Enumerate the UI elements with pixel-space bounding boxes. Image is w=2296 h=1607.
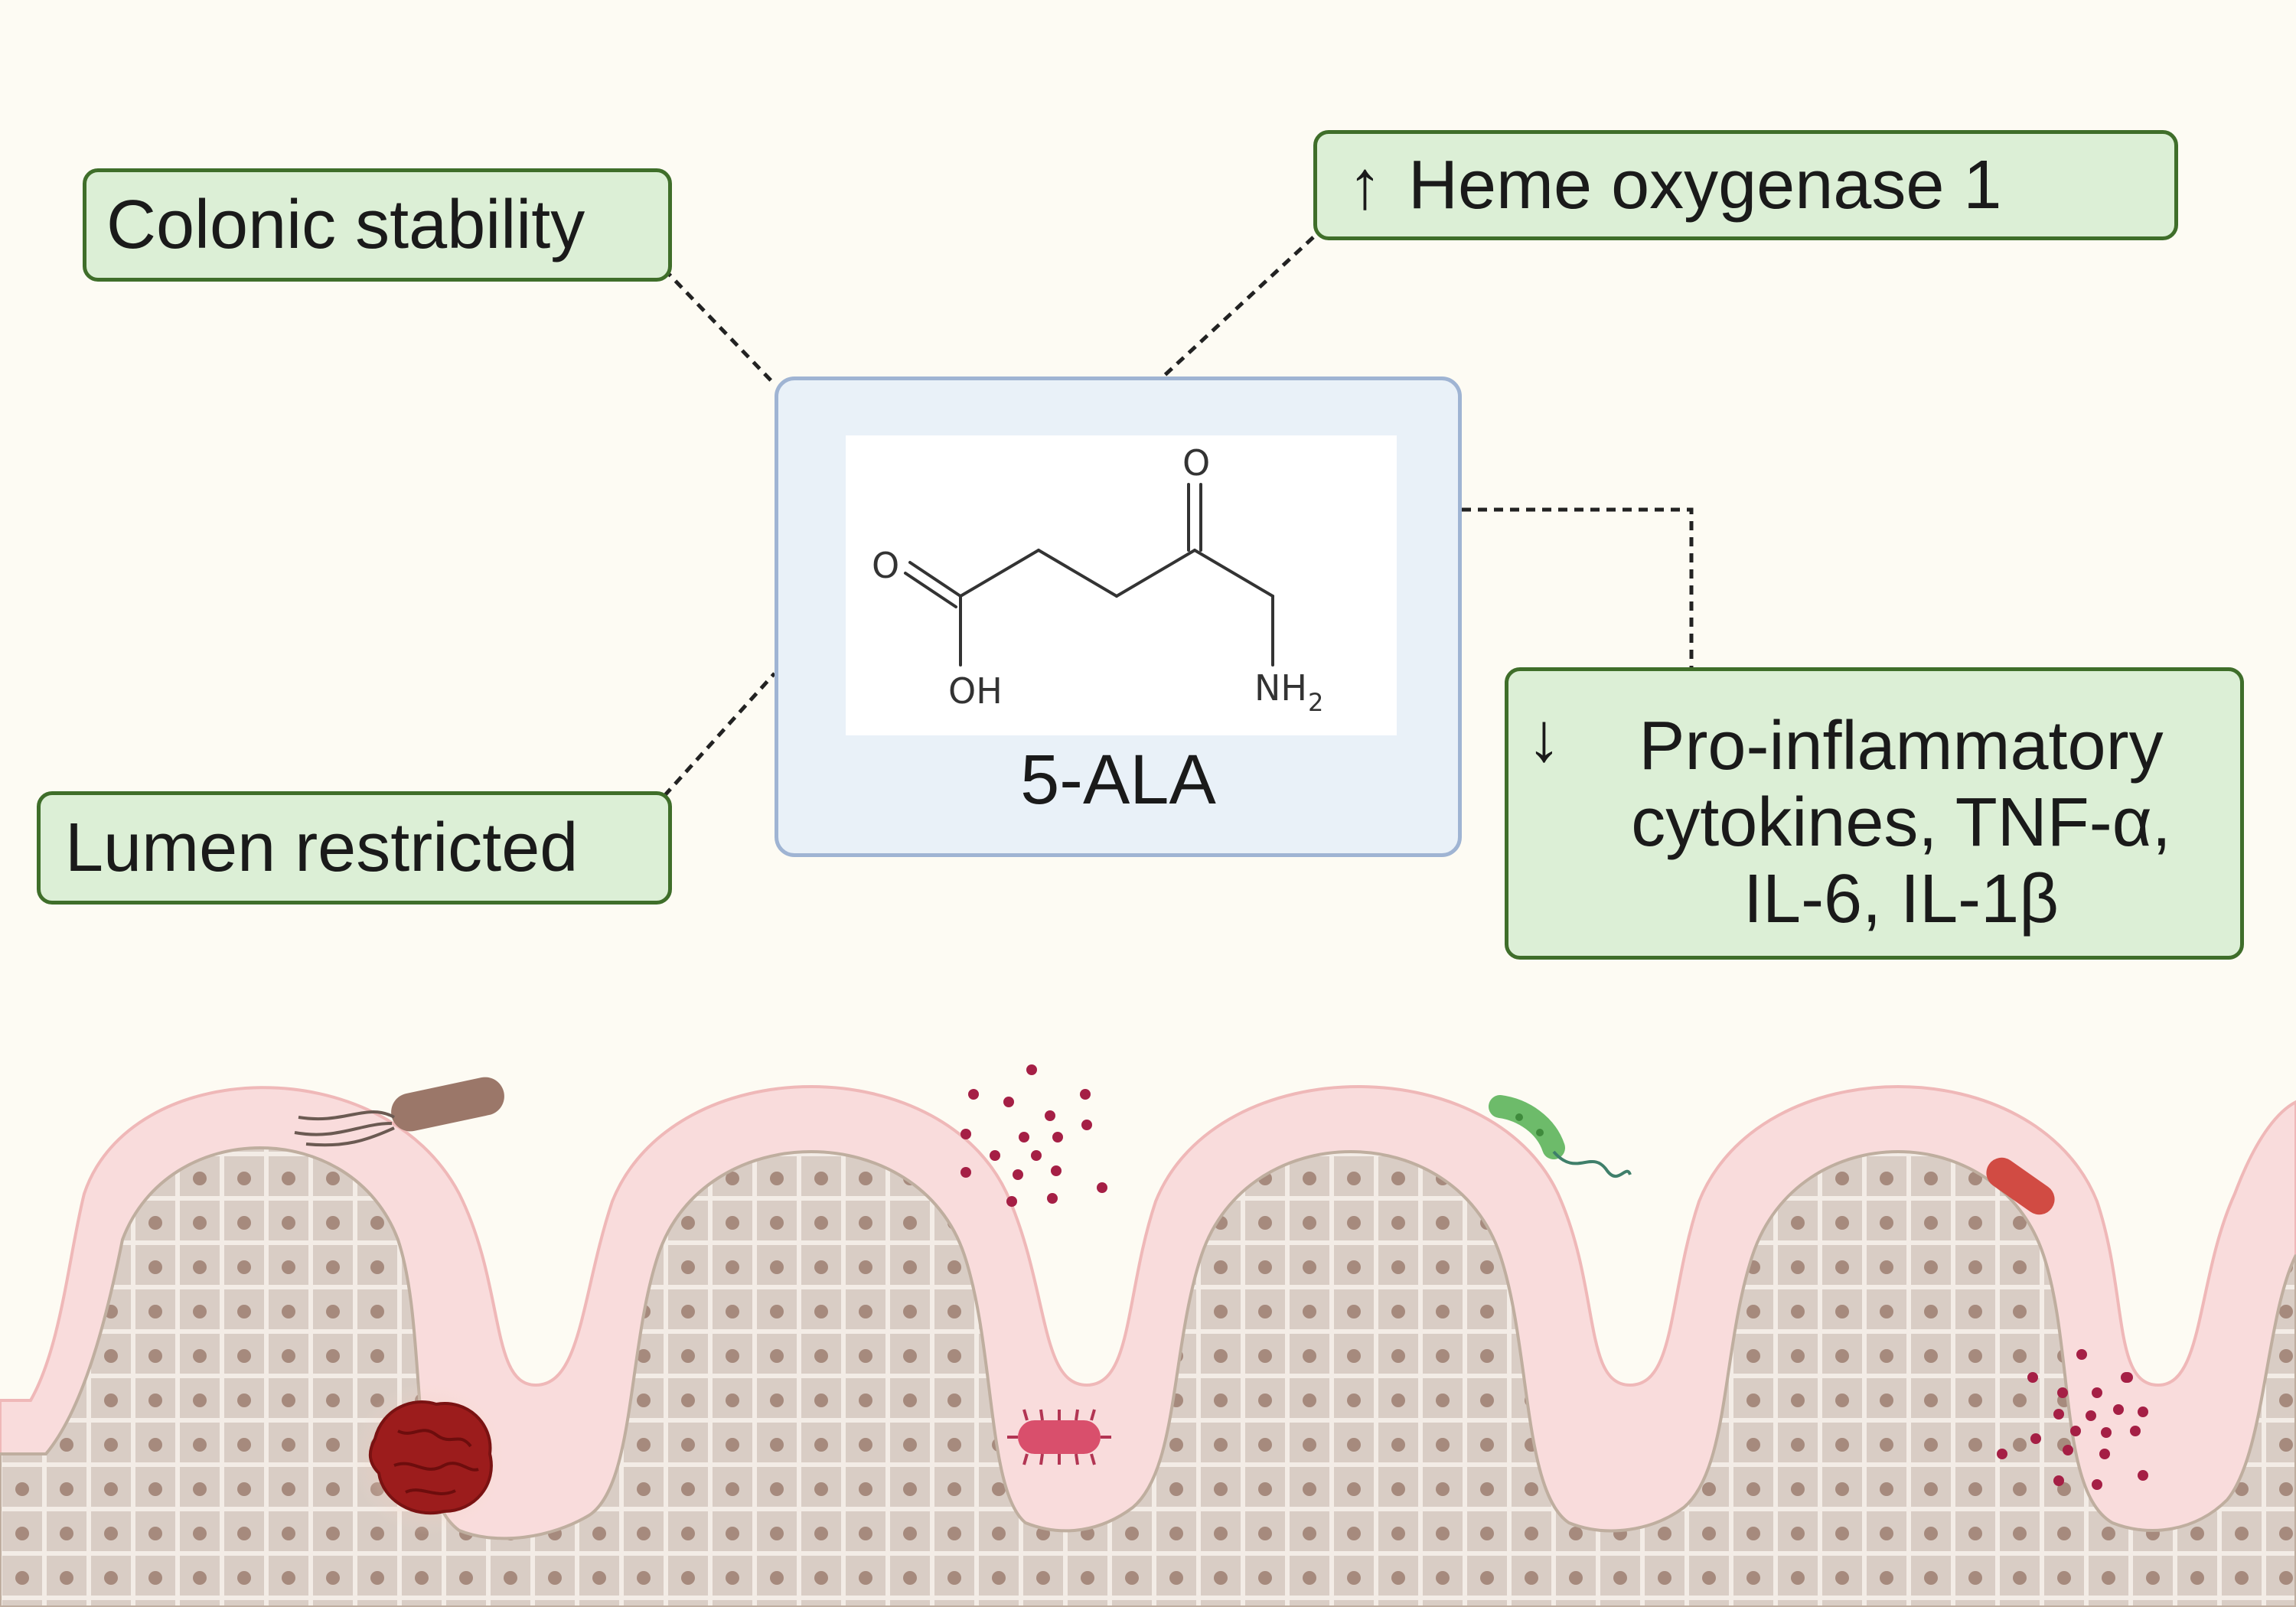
connector-colonic [663, 268, 776, 386]
label-colonic-stability: Colonic stability [83, 168, 672, 282]
curved-bacterium-icon [1489, 1095, 1632, 1178]
connector-heme [1162, 236, 1315, 378]
cytokines-line-2: cytokines, TNF-α, [1631, 784, 2171, 861]
cytokines-line-1: Pro-inflammatory [1639, 708, 2164, 784]
pathogen-icon [1007, 1409, 1111, 1465]
cytokines-text: Pro-inflammatory cytokines, TNF-α, IL-6,… [1577, 708, 2225, 937]
amine-subscript: 2 [1308, 688, 1323, 717]
cytokines-line-3: IL-6, IL-1β [1743, 861, 2059, 937]
hydroxyl-atom: OH [948, 670, 1003, 712]
label-heme-oxygenase: ↑ Heme oxygenase 1 [1313, 130, 2178, 240]
label-lumen-restricted: Lumen restricted [37, 791, 672, 905]
down-arrow-icon: ↓ [1527, 699, 1561, 776]
lumen-restricted-text: Lumen restricted [65, 809, 579, 886]
chemical-structure-drawing: O OH O NH 2 [872, 442, 1323, 717]
amine-atom: NH [1254, 667, 1307, 709]
up-arrow-icon: ↑ [1348, 146, 1382, 223]
connector-lumen [663, 672, 776, 797]
particle-cluster-top [960, 1064, 1107, 1207]
heme-oxygenase-text: Heme oxygenase 1 [1408, 146, 2002, 223]
oxygen-ketone-atom: O [1182, 442, 1210, 484]
tumor-icon [352, 1382, 505, 1535]
connector-cytokines [1462, 507, 1694, 667]
rod-bacterium-icon [294, 1077, 504, 1147]
molecule-structure: O OH O NH 2 [846, 435, 1397, 735]
compound-card: O OH O NH 2 5-ALA [775, 376, 1462, 857]
oxygen-acid-atom: O [872, 545, 899, 586]
red-rod-bacterium-icon [1986, 1157, 2055, 1215]
particle-cluster-bottom [1997, 1349, 2148, 1490]
compound-name: 5-ALA [1020, 741, 1216, 819]
colonic-stability-text: Colonic stability [106, 186, 585, 263]
label-pro-inflammatory-cytokines: ↓ Pro-inflammatory cytokines, TNF-α, IL-… [1505, 667, 2244, 960]
